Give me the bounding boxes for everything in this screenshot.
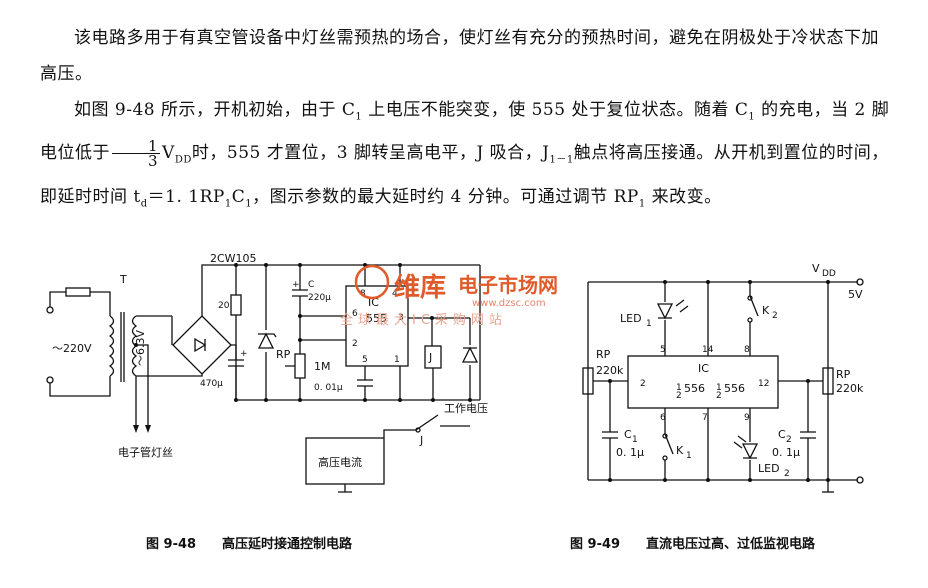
svg-text:9: 9 — [744, 413, 750, 423]
svg-text:20: 20 — [218, 301, 230, 311]
figure-9-49-circuit: V DD 5V RP 220k RP 220k IC 1 2 556 1 2 5… — [582, 262, 864, 493]
paragraph-intro: 该电路多用于有真空管设备中灯丝需预热的场合，使灯丝有充分的预热时间，避免在阴极处… — [40, 28, 879, 84]
svg-text:电子管灯丝: 电子管灯丝 — [118, 445, 173, 459]
figure-9-48-circuit: ～220V T ～6.3V 电子管灯丝 20 470μ + 2CW105 — [46, 252, 488, 493]
svg-text:2: 2 — [786, 435, 792, 445]
svg-text:V: V — [812, 262, 820, 275]
svg-text:6: 6 — [352, 309, 358, 319]
svg-text:1: 1 — [716, 383, 722, 393]
svg-text:电子市场网: 电子市场网 — [458, 273, 558, 297]
svg-text:C: C — [778, 428, 786, 441]
svg-text:12: 12 — [758, 379, 769, 389]
svg-text:7: 7 — [702, 413, 708, 423]
transformer-primary-icon — [108, 315, 115, 377]
capacitor-c1-icon — [602, 381, 618, 480]
svg-text:T: T — [119, 273, 127, 286]
svg-text:220k: 220k — [596, 364, 624, 377]
svg-text:1: 1 — [394, 355, 400, 365]
svg-text:2CW105: 2CW105 — [210, 252, 257, 265]
svg-text:2: 2 — [352, 339, 358, 349]
svg-text:1: 1 — [686, 451, 692, 461]
svg-text:0. 1μ: 0. 1μ — [616, 446, 644, 459]
led1-icon — [656, 282, 674, 356]
svg-text:DD: DD — [822, 269, 836, 279]
figure-9-49-caption-number: 图 9-49 — [570, 537, 620, 552]
logo-icon — [354, 264, 390, 300]
svg-text:220k: 220k — [836, 382, 864, 395]
svg-text:K: K — [762, 304, 770, 317]
figure-9-48-caption-number: 图 9-48 — [146, 537, 196, 552]
svg-text:470μ: 470μ — [200, 379, 223, 389]
svg-text:6: 6 — [660, 413, 666, 423]
svg-text:5V: 5V — [848, 288, 863, 301]
svg-text:2: 2 — [772, 311, 778, 321]
svg-text:4: 4 — [392, 289, 398, 299]
figure-9-49-caption: 直流电压过高、过低监视电路 — [646, 536, 816, 552]
svg-text:RP: RP — [596, 348, 611, 361]
ic-556-chip — [627, 355, 779, 409]
figure-9-48-caption: 高压延时接通控制电路 — [222, 536, 353, 552]
svg-text:高压电流: 高压电流 — [318, 455, 362, 469]
ic-555-chip — [345, 285, 409, 367]
switch-k1-icon — [664, 408, 674, 480]
svg-text:C: C — [308, 280, 314, 290]
zener-diode-icon — [257, 332, 277, 349]
svg-text:2: 2 — [716, 391, 722, 401]
svg-text:全球最大IC采购网站: 全球最大IC采购网站 — [340, 312, 507, 328]
svg-text:工作电压: 工作电压 — [444, 402, 488, 415]
fuse-icon — [65, 287, 91, 297]
svg-text:1: 1 — [632, 435, 638, 445]
svg-text:555: 555 — [366, 312, 387, 325]
svg-text:维库: 维库 — [394, 272, 446, 303]
svg-text:2: 2 — [640, 379, 646, 389]
svg-text:8: 8 — [744, 345, 750, 355]
svg-text:～6.3V: ～6.3V — [134, 330, 147, 366]
svg-text:1: 1 — [676, 383, 682, 393]
svg-text:IC: IC — [698, 362, 709, 375]
svg-text:RP: RP — [836, 368, 851, 381]
potentiometer-rp1-icon — [294, 353, 306, 379]
svg-text:LED: LED — [758, 462, 780, 475]
svg-text:+: + — [240, 349, 248, 359]
svg-text:220μ: 220μ — [308, 293, 331, 303]
svg-text:K: K — [676, 444, 684, 457]
bridge-rectifier-icon — [172, 315, 232, 375]
svg-text:3: 3 — [398, 313, 404, 323]
svg-text:LED: LED — [620, 312, 642, 325]
svg-text:J: J — [428, 351, 432, 364]
capacitor-c2-icon — [800, 381, 816, 480]
svg-text:1: 1 — [646, 319, 652, 329]
svg-text:C: C — [624, 428, 632, 441]
svg-text:0. 01μ: 0. 01μ — [314, 383, 343, 393]
svg-text:0. 1μ: 0. 1μ — [772, 446, 800, 459]
led2-icon — [741, 408, 759, 480]
paragraph-explanation: 如图 9-48 所示，开机初始，由于 C1 上电压不能突变，使 555 处于复位… — [40, 100, 890, 210]
watermark-logo: 维库 电子市场网 www.dzsc.com 全球最大IC采购网站 — [340, 264, 558, 328]
svg-text:556: 556 — [684, 382, 705, 395]
svg-text:IC: IC — [368, 296, 379, 309]
resistor-20-icon — [230, 294, 242, 316]
svg-text:5: 5 — [660, 345, 666, 355]
svg-text:1M: 1M — [314, 360, 331, 373]
svg-text:+: + — [292, 280, 300, 290]
svg-text:J: J — [419, 434, 423, 447]
svg-text:RP: RP — [276, 348, 291, 361]
svg-text:2: 2 — [784, 469, 790, 479]
relay-coil-icon — [424, 345, 442, 369]
svg-text:2: 2 — [676, 391, 682, 401]
svg-text:5: 5 — [362, 355, 368, 365]
svg-text:556: 556 — [724, 382, 745, 395]
svg-text:www.dzsc.com: www.dzsc.com — [472, 298, 546, 309]
svg-text:～220V: ～220V — [52, 342, 92, 355]
